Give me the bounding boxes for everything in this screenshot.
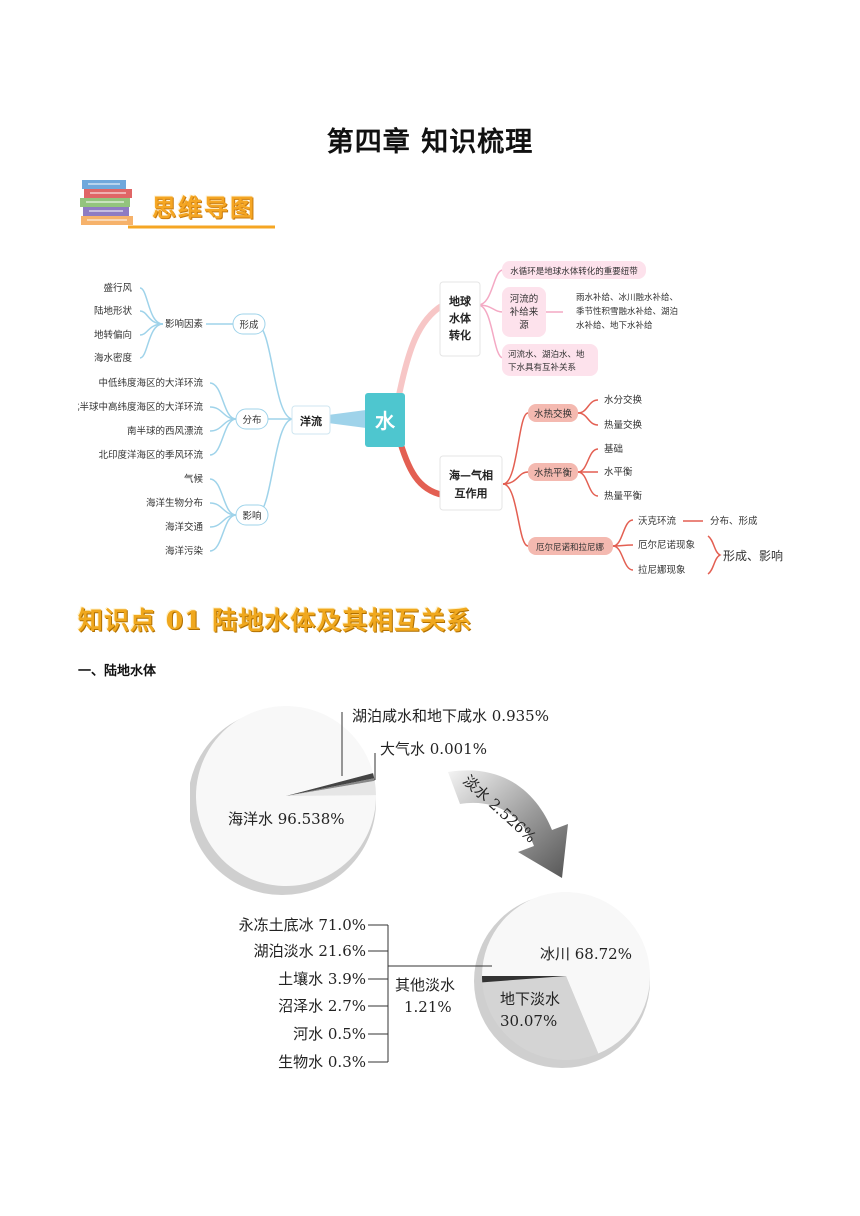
saline-water-slice (286, 773, 375, 796)
formation-item: 盛行风 (103, 282, 132, 294)
formation-label: 形成 (239, 319, 259, 331)
center-label: 水 (375, 409, 396, 433)
factor-label: 影响因素 (165, 318, 204, 330)
sea-air-node (439, 455, 503, 511)
ocean-label: 海洋水 96.538% (228, 810, 345, 828)
earth-water-label: 地球 (449, 294, 472, 308)
river-supply-detail: 季节性积雪融水补给、湖泊 (576, 306, 678, 317)
water-distribution-figure: 湖泊咸水和地下咸水 0.935% 大气水 0.001% 海洋水 96.538% … (190, 706, 650, 1071)
distribution-item: 北半球中高纬度海区的大洋环流 (78, 401, 203, 413)
earth-water-label: 转化 (449, 328, 471, 342)
glacier-label: 冰川 68.72% (540, 945, 632, 963)
formation-item: 海水密度 (94, 352, 133, 364)
mutual-relation-node (502, 344, 598, 376)
influence-item: 气候 (184, 473, 204, 485)
distribution-label: 分布 (242, 414, 261, 426)
book-stack-icon (80, 180, 275, 229)
glacier-slice (482, 892, 650, 1054)
breakdown-item: 沼泽水 2.7% (278, 997, 366, 1015)
water-heat-balance-item: 基础 (604, 443, 623, 455)
distribution-item: 北印度洋海区的季风环流 (98, 449, 203, 461)
influence-item: 海洋生物分布 (146, 497, 203, 509)
sea-air-label: 海—气相 (449, 468, 493, 482)
page-title: 第四章 知识梳理 (326, 127, 534, 158)
influence-item: 海洋交通 (165, 521, 204, 533)
knowledge-point-heading: 知识点 01 陆地水体及其相互关系 (78, 606, 473, 635)
la-nina-label: 拉尼娜现象 (638, 564, 686, 576)
sea-air-label: 互作用 (455, 486, 488, 500)
earth-water-node (439, 281, 481, 357)
water-cycle-label: 水循环是地球水体转化的重要纽带 (510, 266, 638, 277)
other-freshwater-label: 1.21% (404, 998, 452, 1016)
walker-label: 沃克环流 (638, 515, 677, 527)
river-supply-label: 补给来 (510, 306, 539, 318)
ocean-current-label: 洋流 (300, 414, 322, 428)
groundwater-label: 30.07% (500, 1012, 557, 1030)
mind-map-diagram: 水 洋流 形成 影响因素 分布 影响 盛行风 陆地形状 地转偏向 海水密度 中低… (78, 261, 783, 576)
formation-node (232, 313, 266, 335)
freshwater-arrow (448, 770, 568, 878)
freshwater-slice (286, 780, 376, 796)
river-supply-node (502, 287, 546, 337)
formation-item: 地转偏向 (94, 329, 132, 341)
atmosphere-label: 大气水 0.001% (380, 740, 487, 758)
distribution-item: 中低纬度海区的大洋环流 (98, 377, 203, 389)
water-heat-balance-label: 水热平衡 (534, 467, 573, 479)
breakdown-item: 土壤水 3.9% (278, 970, 366, 988)
water-heat-balance-item: 热量平衡 (604, 490, 643, 502)
river-supply-detail: 雨水补给、冰川融水补给、 (576, 292, 678, 303)
water-heat-balance-item: 水平衡 (604, 466, 633, 478)
influence-node (235, 504, 269, 526)
influence-label: 影响 (242, 510, 261, 522)
atmosphere-water-slice (286, 778, 375, 796)
water-heat-balance-node (528, 463, 578, 481)
enso-label: 厄尔尼诺和拉尼娜 (536, 542, 605, 553)
water-heat-exchange-item: 水分交换 (604, 394, 643, 406)
mutual-relation-label: 河流水、湖泊水、地 (508, 349, 585, 360)
breakdown-item: 河水 0.5% (293, 1025, 366, 1043)
saline-label: 湖泊咸水和地下咸水 0.935% (352, 707, 549, 725)
mutual-relation-label: 下水具有互补关系 (508, 362, 576, 373)
groundwater-label: 地下淡水 (500, 990, 560, 1008)
distribution-node (235, 408, 269, 430)
river-supply-detail: 水补给、地下水补给 (576, 320, 653, 331)
water-heat-exchange-item: 热量交换 (604, 419, 643, 431)
center-node (365, 393, 405, 447)
water-cycle-node (502, 261, 646, 279)
enso-node (528, 537, 613, 555)
section-heading: 一、陆地水体 (78, 664, 157, 679)
water-heat-exchange-node (528, 404, 578, 422)
mind-map-title: 思维导图 (152, 194, 256, 222)
formation-item: 陆地形状 (94, 305, 133, 317)
river-supply-label: 源 (519, 320, 529, 331)
enso-effect-label: 形成、影响 (723, 548, 783, 563)
other-freshwater-slice (482, 976, 566, 983)
mind-map-header: 思维导图 (80, 178, 280, 230)
earth-water-label: 水体 (449, 311, 472, 325)
ocean-current-node (291, 405, 331, 435)
breakdown-item: 永冻土底冰 71.0% (239, 916, 366, 934)
walker-detail: 分布、形成 (710, 515, 758, 527)
water-heat-exchange-label: 水热交换 (534, 408, 573, 420)
breakdown-item: 生物水 0.3% (278, 1053, 366, 1071)
other-freshwater-label: 其他淡水 (395, 976, 455, 994)
influence-item: 海洋污染 (165, 545, 204, 557)
el-nino-label: 厄尔尼诺现象 (638, 539, 696, 551)
distribution-item: 南半球的西风漂流 (127, 425, 204, 437)
river-supply-label: 河流的 (510, 293, 539, 305)
groundwater-slice (482, 976, 599, 1060)
ocean-water-slice (195, 706, 376, 886)
breakdown-item: 湖泊淡水 21.6% (254, 942, 366, 960)
